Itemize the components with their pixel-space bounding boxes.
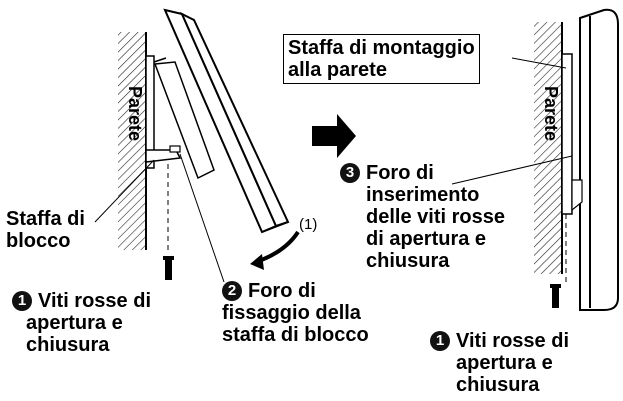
left-tv-tilted: [153, 8, 290, 234]
right-wall: [534, 22, 563, 274]
right-wall-label: Parete: [541, 86, 561, 142]
left-screw-icon: [163, 164, 174, 280]
right-tv-upright: [579, 8, 619, 311]
number-badge: 1: [12, 291, 32, 311]
lock-bracket-label: Staffa di blocco: [6, 208, 85, 252]
left-wall-bracket: [145, 55, 182, 169]
number-badge: 1: [430, 331, 450, 351]
right-leader-lines: [451, 57, 573, 185]
step-arrow-icon: [312, 114, 356, 158]
right-wall-bracket: [561, 53, 583, 215]
number-badge: 2: [222, 281, 242, 301]
left-leader-lines: [94, 153, 225, 283]
left-wall-label: Parete: [125, 86, 145, 142]
mount-bracket-label: Staffa di montaggio alla parete: [283, 34, 480, 84]
step-marker-label: (1): [299, 216, 318, 233]
right-screw-icon: [550, 214, 567, 308]
number-badge: 3: [340, 163, 360, 183]
rotation-arrow-icon: [250, 230, 300, 270]
